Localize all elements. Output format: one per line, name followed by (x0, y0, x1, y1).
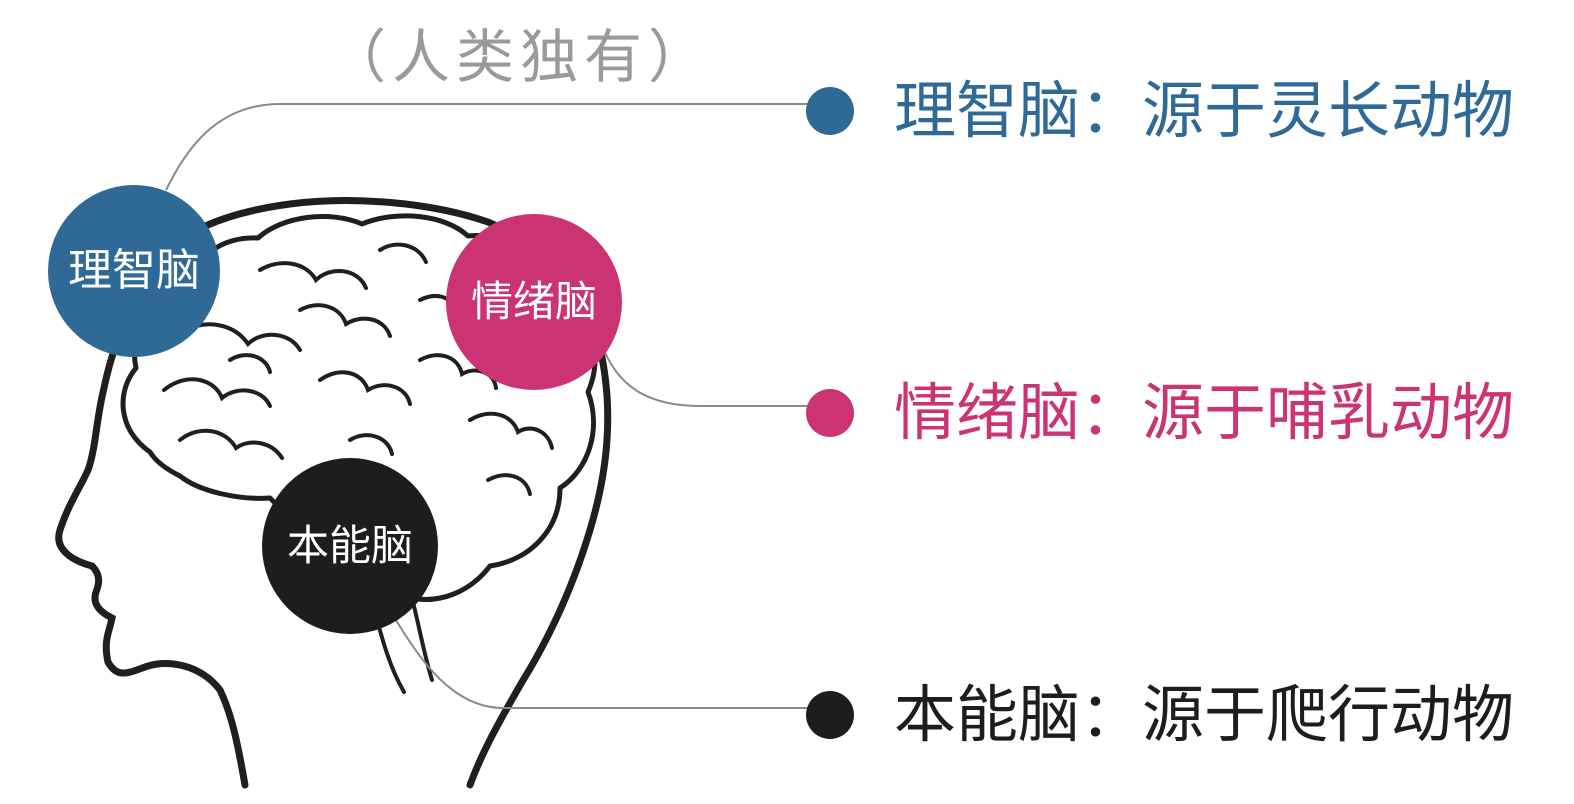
legend-dot-emotional (806, 389, 854, 437)
connector-rational (165, 103, 818, 191)
legend-row-emotional: 情绪脑：源于哺乳动物 (806, 382, 1514, 444)
legend-label-instinct: 本能脑：源于爬行动物 (894, 678, 1515, 751)
legend-row-rational: 理智脑：源于灵长动物 (806, 80, 1514, 142)
legend-label-rational: 理智脑：源于灵长动物 (894, 74, 1515, 147)
instinct-brain-bubble: 本能脑 (262, 458, 438, 634)
legend-label-emotional: 情绪脑：源于哺乳动物 (894, 376, 1515, 449)
human-unique-note: （人类独有） (327, 23, 712, 91)
legend-dot-instinct (806, 691, 854, 739)
legend-dot-rational (806, 87, 854, 135)
brain-folds (162, 242, 554, 496)
emotional-brain-bubble: 情绪脑 (446, 214, 622, 390)
legend-row-instinct: 本能脑：源于爬行动物 (806, 684, 1514, 746)
connector-instinct (395, 619, 818, 709)
connector-emotional (603, 349, 818, 407)
rational-brain-bubble: 理智脑 (48, 185, 220, 357)
